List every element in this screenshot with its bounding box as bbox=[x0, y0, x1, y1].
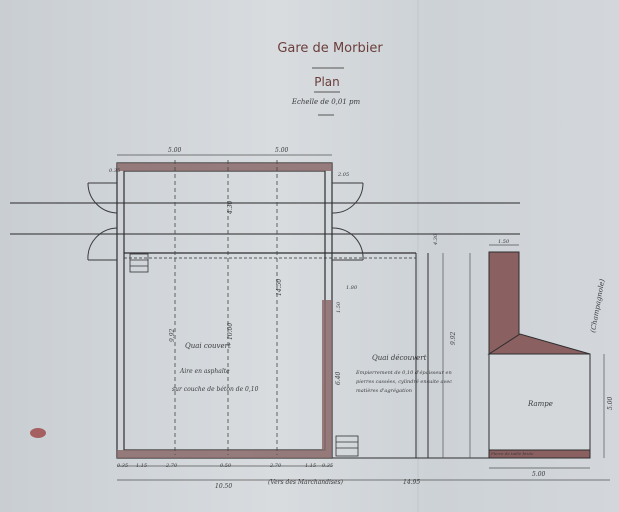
dim-b2: 1.15 bbox=[136, 463, 147, 469]
uncovered-platform bbox=[332, 253, 492, 459]
door-swings-left bbox=[87, 182, 118, 261]
label-route-bottom: (Vers des Marchandises) bbox=[268, 479, 344, 486]
dim-far-v2: 4.30 bbox=[433, 233, 439, 246]
dim-b1: 0.35 bbox=[117, 463, 128, 469]
dim-b5: 2.70 bbox=[269, 463, 282, 469]
dim-b6: 1.15 bbox=[305, 463, 316, 469]
dim-right-rampe: 5.00 bbox=[607, 396, 614, 410]
dim-mid-right: 1.50 bbox=[336, 301, 342, 313]
stain bbox=[30, 428, 46, 438]
dim-top-left: 5.00 bbox=[168, 147, 182, 154]
label-pierre-taille: Pierre de taille brute bbox=[490, 451, 534, 456]
dim-inner-v: 6.40 bbox=[335, 371, 342, 385]
stairs-bottom bbox=[335, 435, 359, 457]
label-pierres: pierres cassées, cylindré ensuite avec bbox=[356, 378, 452, 385]
rampe-structure bbox=[487, 251, 591, 459]
dim-center-v2: 14.50 bbox=[276, 279, 283, 296]
dim-left-upper: 0.35 bbox=[109, 168, 120, 174]
label-agregation: matières d'agrégation bbox=[356, 387, 412, 394]
railway-tracks bbox=[10, 202, 520, 235]
label-quai-couvert: Quai couvert bbox=[185, 342, 231, 350]
label-empierrement: Empierrement de 0,10 d'épaisseur en bbox=[355, 369, 452, 376]
dim-b3: 2.70 bbox=[165, 463, 178, 469]
wall-hatching bbox=[117, 163, 332, 458]
label-beton: sur couche de béton de 0,10 bbox=[172, 386, 259, 393]
label-route-right: (Champagnole) bbox=[589, 278, 606, 333]
dim-bottom-total: 10.50 bbox=[215, 483, 232, 490]
building-walls bbox=[116, 162, 333, 459]
dim-rampe-top: 1.50 bbox=[498, 239, 510, 245]
label-asphalte: Aire en asphalte bbox=[179, 368, 230, 375]
stairs-left bbox=[129, 253, 149, 273]
dimension-texts: 5.00 5.00 0.35 2.05 4.30 14.50 1.50 1.80… bbox=[109, 147, 614, 490]
title-text: Gare de Morbier bbox=[277, 41, 383, 56]
dim-far-v: 9.92 bbox=[450, 331, 457, 345]
door-swings-right bbox=[331, 182, 364, 261]
dim-b7: 0.35 bbox=[322, 463, 333, 469]
dim-center-long: 10.00 bbox=[227, 323, 234, 340]
dim-right-small: 1.80 bbox=[346, 285, 358, 291]
label-rampe: Rampe bbox=[527, 400, 553, 408]
dim-left-long: 9.92 bbox=[169, 328, 176, 342]
dimension-lines bbox=[117, 154, 610, 481]
dim-rampe-bottom: 5.00 bbox=[532, 471, 546, 478]
scale-text: Echelle de 0,01 pm bbox=[291, 98, 361, 106]
dim-b4: 0.50 bbox=[220, 463, 232, 469]
axis-lines bbox=[174, 160, 278, 455]
label-quai-decouvert: Quai découvert bbox=[372, 354, 427, 362]
subtitle-text: Plan bbox=[314, 75, 340, 89]
dim-center-v: 4.30 bbox=[227, 200, 234, 215]
dim-bottom-long: 14.95 bbox=[403, 479, 420, 486]
dim-right-upper: 2.05 bbox=[337, 172, 349, 178]
dim-top-right: 5.00 bbox=[275, 147, 289, 154]
